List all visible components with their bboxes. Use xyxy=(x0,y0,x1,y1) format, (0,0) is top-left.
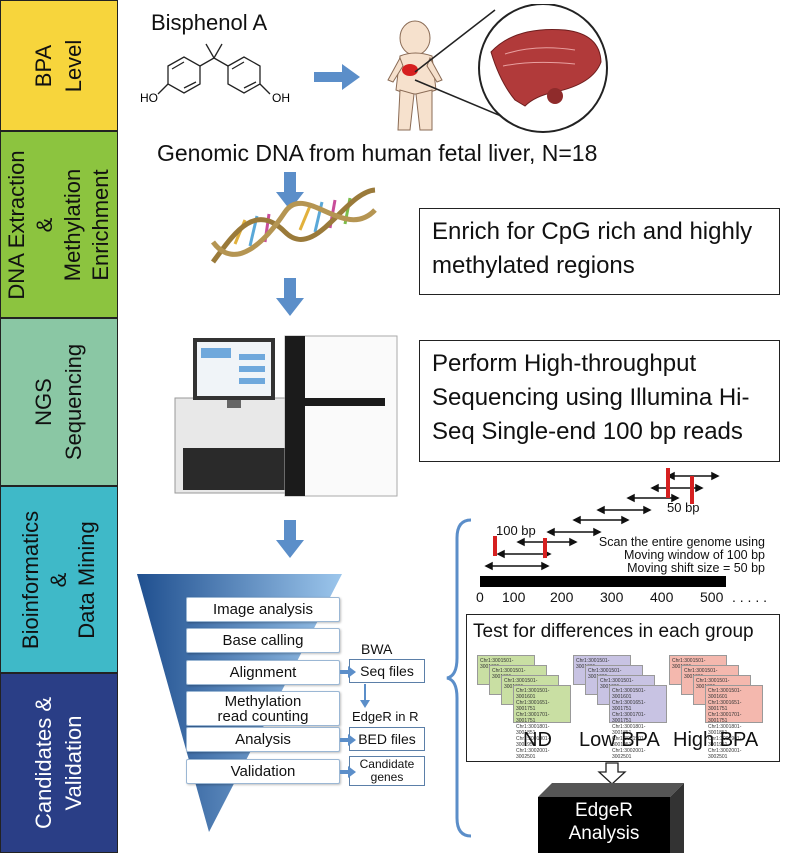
sheet-row: Chr1:3001501-3001601 xyxy=(708,688,742,700)
step-base-calling: Base calling xyxy=(186,628,340,653)
edger-box-shape xyxy=(538,783,684,853)
tick-label: 500 xyxy=(700,589,724,605)
sheet-row: Chr1:3001901-3001951 xyxy=(612,736,646,748)
sheet-row: Chr1:3002001-3002501 xyxy=(708,748,742,760)
scan-line: Moving window of 100 bp xyxy=(623,548,765,562)
tick-label: 300 xyxy=(600,589,624,605)
stage-ngs-sequencing: NGS Sequencing xyxy=(0,318,118,486)
dna-helix-icon xyxy=(210,187,377,264)
stage-dna-extraction: DNA Extraction & Methylation Enrichment xyxy=(0,131,118,318)
arrow-down-icon xyxy=(276,520,304,558)
edger-analysis-label: EdgeR Analysis xyxy=(568,800,640,844)
bpa-title: Bisphenol A xyxy=(151,10,268,35)
step-methylation-counting: Methylation read counting xyxy=(186,691,340,726)
sheet-row: Chr1:3001501-3001601 xyxy=(612,688,646,700)
bwa-label: BWA xyxy=(361,641,393,657)
sheet-row: Chr1:3001701-3001751 xyxy=(516,712,550,724)
seq-files-box: Seq files xyxy=(349,659,425,683)
group-test-box: Test for differences in each group Chr1:… xyxy=(466,614,780,762)
group-test-title: Test for differences in each group xyxy=(473,621,754,642)
stage-label: Bioinformatics & Data Mining xyxy=(18,510,99,649)
arrow-down-icon xyxy=(276,278,304,316)
bpa-structure-icon: HO OH xyxy=(140,43,290,105)
genomic-dna-caption: Genomic DNA from human fetal liver, N=18 xyxy=(157,140,598,166)
nd-sheets: Chr1:3001501-3001601 Chr1:3001501-300160… xyxy=(477,655,573,760)
genome-scan-diagram xyxy=(480,468,726,587)
sheet-row: Chr1:3002001-3002501 xyxy=(516,748,550,760)
sheet-row: Chr1:3001801-3001851 xyxy=(612,724,646,736)
sheet-row: Chr1:3002001-3002501 xyxy=(612,748,646,760)
tick-label: 0 xyxy=(476,589,484,605)
genome-axis-ticks: 0 100 200 300 400 500 . . . . . xyxy=(474,589,784,607)
tick-ellipsis: . . . . . xyxy=(732,589,768,605)
arrow-down-icon xyxy=(276,172,304,210)
sheet-row: Chr1:3001651-3001751 xyxy=(516,700,550,712)
ho-label: HO xyxy=(140,91,158,105)
scan-line: Moving shift size = 50 bp xyxy=(627,561,765,575)
stage-bpa-level: BPA Level xyxy=(0,0,118,131)
sheet-row: Chr1:3001901-3001951 xyxy=(516,736,550,748)
tick-label: 100 xyxy=(502,589,526,605)
enrich-note: Enrich for CpG rich and highly methylate… xyxy=(419,208,780,295)
stage-label: Candidates & Validation xyxy=(31,696,86,830)
step-alignment: Alignment xyxy=(186,660,340,685)
high-bpa-sheets: Chr1:3001501-3001601 Chr1:3001501-300160… xyxy=(669,655,769,760)
step-validation: Validation xyxy=(186,759,340,784)
group-name-high-bpa: High BPA xyxy=(673,729,759,751)
stage-label: DNA Extraction & Methylation Enrichment xyxy=(4,149,113,300)
data-sheet: Chr1:3001501-3001601 Chr1:3001651-300175… xyxy=(705,685,763,760)
window-100bp-label: 100 bp xyxy=(496,523,536,538)
tick-label: 400 xyxy=(650,589,674,605)
shift-50bp-label: 50 bp xyxy=(667,500,700,515)
candidate-genes-box: Candidate genes xyxy=(349,756,425,786)
hollow-arrow-down-icon xyxy=(597,762,627,785)
edger-label: EdgeR in R xyxy=(352,709,419,724)
group-name-low-bpa: Low BPA xyxy=(579,729,660,751)
stage-candidates-validation: Candidates & Validation xyxy=(0,673,118,853)
step-analysis: Analysis xyxy=(186,727,340,752)
sheet-row: Chr1:3001651-3001751 xyxy=(708,700,742,712)
stage-sidebar: BPA Level DNA Extraction & Methylation E… xyxy=(0,0,118,853)
stage-label: NGS Sequencing xyxy=(31,343,86,461)
pipeline-connectors xyxy=(340,666,370,778)
sheet-row: Chr1:3001701-3001751 xyxy=(708,712,742,724)
sheet-row: Chr1:3001801-3001851 xyxy=(708,724,742,736)
stage-bioinformatics: Bioinformatics & Data Mining xyxy=(0,486,118,673)
scan-description: Scan the entire genome using Moving wind… xyxy=(565,536,765,575)
oh-label: OH xyxy=(272,91,290,105)
sequencer-icon xyxy=(174,335,398,497)
stage-label: BPA Level xyxy=(31,39,86,92)
sheet-row: Chr1:3001501-3001601 xyxy=(516,688,550,700)
sequencing-note: Perform High-throughput Sequencing using… xyxy=(419,340,780,462)
step-image-analysis: Image analysis xyxy=(186,597,340,622)
data-sheet: Chr1:3001501-3001601 Chr1:3001651-300175… xyxy=(609,685,667,760)
liver-marker xyxy=(402,64,418,76)
sheet-row: Chr1:3001801-3001851 xyxy=(516,724,550,736)
sheet-row: Chr1:3001701-3001751 xyxy=(612,712,646,724)
tick-label: 200 xyxy=(550,589,574,605)
group-name-nd: ND xyxy=(523,729,552,751)
bed-files-box: BED files xyxy=(349,727,425,751)
liver-zoom-icon xyxy=(414,4,608,133)
arrow-right-icon xyxy=(314,64,360,90)
data-sheet: Chr1:3001501-3001601 Chr1:3001651-300175… xyxy=(513,685,571,760)
curly-brace xyxy=(446,518,472,838)
low-bpa-sheets: Chr1:3001501-3001601 Chr1:3001501-300160… xyxy=(573,655,669,760)
sheet-row: Chr1:3001901-3001951 xyxy=(708,736,742,748)
sheet-row: Chr1:3001651-3001751 xyxy=(612,700,646,712)
scan-line: Scan the entire genome using xyxy=(598,535,765,549)
